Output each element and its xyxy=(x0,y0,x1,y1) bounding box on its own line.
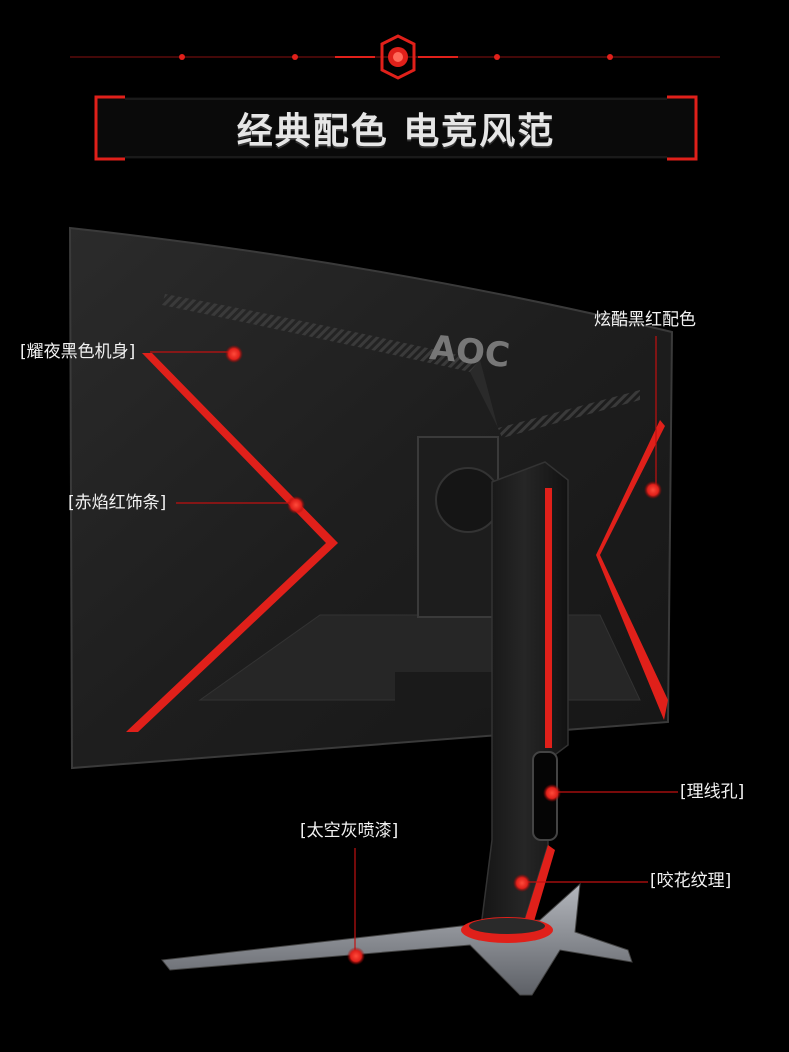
callout-cool-color: 炫酷黑红配色 xyxy=(594,310,696,330)
callout-texture: [咬花纹理] xyxy=(650,871,732,891)
callout-base-paint: [太空灰喷漆] xyxy=(300,821,399,841)
page-title: 经典配色 电竞风范 xyxy=(236,111,556,152)
callout-red-trim: [赤焰红饰条] xyxy=(68,493,167,513)
callout-body-color: [耀夜黑色机身] xyxy=(20,342,136,362)
callout-lines xyxy=(150,336,678,965)
title-frame xyxy=(94,95,698,161)
monitor-stand xyxy=(479,461,569,936)
top-ornament xyxy=(70,34,720,80)
aoc-logo: AOC xyxy=(428,328,512,376)
callout-cable-hole: [理线孔] xyxy=(680,782,745,802)
monitor-base xyxy=(161,882,633,996)
